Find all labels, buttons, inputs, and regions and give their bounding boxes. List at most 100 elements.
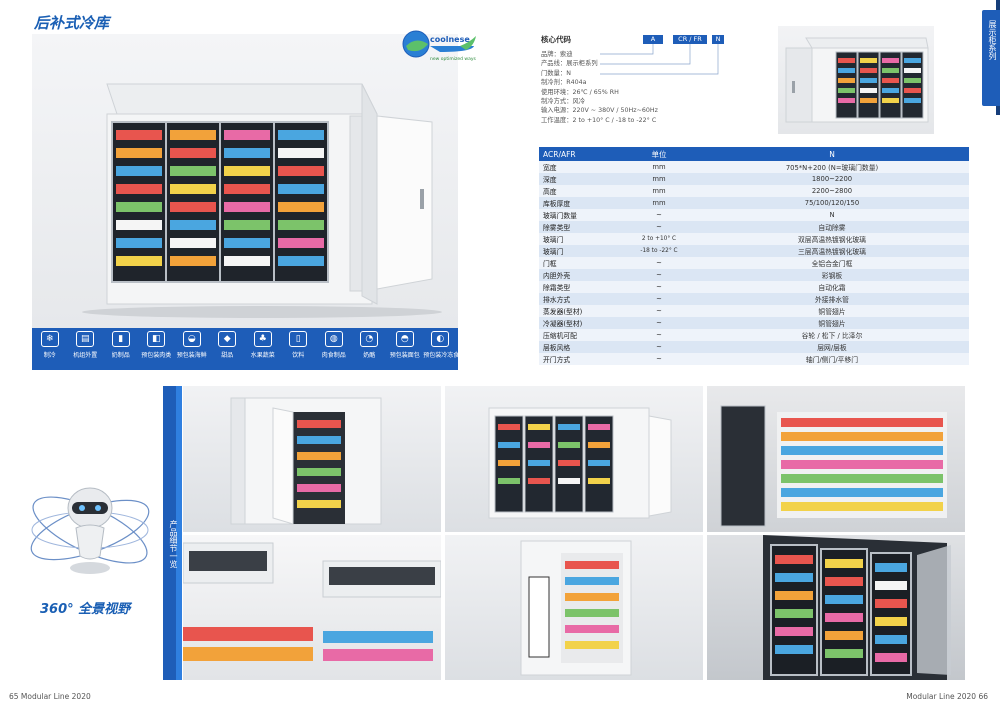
icon-item: ▤机组外置 bbox=[68, 331, 102, 359]
icon-item: ▯饮料 bbox=[281, 331, 315, 359]
spec-value-cell: 三层高温热镀钢化玻璃 bbox=[695, 245, 969, 257]
core-spec-lines: 品牌：索迪 产品线：展示柜系列 门数量：N 制冷剂：R404a 使用环境：26℃… bbox=[541, 50, 658, 125]
spec-table-row: 内胆外壳~彩钢板 bbox=[539, 269, 969, 281]
header-unit: 单位 bbox=[623, 147, 695, 161]
external-unit-icon: ▤ bbox=[76, 331, 95, 347]
icon-label: 预包装海鲜 bbox=[176, 352, 207, 359]
spec-table-row: 除霜类型~自动化霜 bbox=[539, 281, 969, 293]
logo-mark: coolnese new optimized ways bbox=[402, 30, 477, 62]
spec-value-cell: 彩钢板 bbox=[695, 269, 969, 281]
spec-unit-cell: ~ bbox=[623, 353, 695, 365]
spec-value-cell: 谷轮 / 松下 / 比泽尔 bbox=[695, 329, 969, 341]
header-n: N bbox=[695, 147, 969, 161]
photo-illustration bbox=[520, 540, 632, 676]
detail-photo-open-door bbox=[183, 386, 441, 532]
spec-unit-cell: mm bbox=[623, 161, 695, 173]
product-thumbnail bbox=[778, 26, 934, 134]
footer-right: Modular Line 2020 66 bbox=[906, 692, 988, 701]
header-model: ACR/AFR bbox=[539, 147, 623, 161]
detail-photo-glass-doors bbox=[707, 535, 965, 680]
icon-label: 甜品 bbox=[221, 352, 234, 359]
spec-value-cell: 自动除雾 bbox=[695, 221, 969, 233]
drink-icon: ▯ bbox=[289, 331, 308, 347]
photo-illustration bbox=[183, 542, 441, 661]
milk-icon: ▮ bbox=[111, 331, 130, 347]
spec-name-cell: 高度 bbox=[539, 185, 623, 197]
ice-cream-icon: ◐ bbox=[431, 331, 450, 347]
photo-illustration bbox=[230, 397, 382, 525]
spec-name-cell: 层板风格 bbox=[539, 341, 623, 353]
spec-name-cell: 深度 bbox=[539, 173, 623, 185]
spec-line: 制冷方式：风冷 bbox=[541, 98, 586, 106]
application-icon-bar: ❄制冷▤机组外置▮奶制品◧预包装肉类◒预包装海鲜◆甜品♣水果蔬菜▯饮料◍肉食制品… bbox=[32, 328, 466, 370]
icon-label: 预包装肉类 bbox=[141, 352, 172, 359]
spec-name-cell: 库板厚度 bbox=[539, 197, 623, 209]
icon-item: ▮ 奶制品 bbox=[104, 331, 138, 359]
spec-unit-cell: ~ bbox=[623, 317, 695, 329]
photo-illustration bbox=[763, 535, 951, 680]
side-tab-label: 展示柜系列 bbox=[988, 20, 997, 60]
panorama-robot-illustration bbox=[30, 487, 150, 574]
icon-label: 预包装冷冻食品 bbox=[423, 352, 466, 359]
spec-value-cell: 705*N+200 (N=玻璃门数量) bbox=[695, 161, 969, 173]
icon-label: 奶制品 bbox=[111, 352, 130, 359]
spec-table-row: 蒸发器(型材)~铜管翅片 bbox=[539, 305, 969, 317]
spec-table-row: 压缩机可配~谷轮 / 松下 / 比泽尔 bbox=[539, 329, 969, 341]
detail-strip-edge bbox=[176, 386, 182, 680]
page-title: 后补式冷库 bbox=[34, 14, 110, 32]
icon-label: 制冷 bbox=[43, 352, 56, 359]
footer-left: 65 Modular Line 2020 bbox=[9, 692, 91, 701]
spec-unit-cell: ~ bbox=[623, 209, 695, 221]
side-tab bbox=[982, 10, 1000, 106]
spec-unit-cell: mm bbox=[623, 185, 695, 197]
spec-table-header: ACR/AFR 单位 N bbox=[539, 147, 969, 161]
cold-room-thumbnail bbox=[785, 37, 929, 123]
spec-unit-cell: mm bbox=[623, 197, 695, 209]
spec-line: 门数量：N bbox=[541, 69, 571, 77]
sweets-icon: ◆ bbox=[218, 331, 237, 347]
spec-value-cell: 铜管翅片 bbox=[695, 305, 969, 317]
spec-unit-cell: -18 to -22° C bbox=[623, 245, 695, 257]
spec-name-cell: 玻璃门 bbox=[539, 233, 623, 245]
spec-unit-cell: ~ bbox=[623, 329, 695, 341]
bread-icon: ◓ bbox=[395, 331, 414, 347]
spec-value-cell: 铜管翅片 bbox=[695, 317, 969, 329]
spec-line: 输入电源：220V ~ 380V / 50Hz~60Hz bbox=[541, 107, 658, 115]
spec-table-row: 门框~全铝合金门框 bbox=[539, 257, 969, 269]
spec-name-cell: 除雾类型 bbox=[539, 221, 623, 233]
spec-name-cell: 玻璃门数量 bbox=[539, 209, 623, 221]
logo-tagline: new optimized ways bbox=[430, 56, 477, 62]
cold-room-illustration bbox=[82, 83, 442, 318]
spec-name-cell: 宽度 bbox=[539, 161, 623, 173]
detail-photo-front bbox=[445, 386, 703, 532]
icon-label: 预包装面包 bbox=[389, 352, 420, 359]
core-code-label: 核心代码 bbox=[541, 35, 571, 44]
spec-value-cell: 层网/层板 bbox=[695, 341, 969, 353]
icon-item: ◆ 甜品 bbox=[210, 331, 244, 359]
spec-line: 制冷剂：R404a bbox=[541, 79, 587, 87]
spec-line: 产品线：展示柜系列 bbox=[541, 60, 598, 68]
photo-illustration bbox=[720, 405, 947, 527]
icon-item: ◓ 预包装面包 bbox=[388, 331, 422, 359]
spec-name-cell: 门框 bbox=[539, 257, 623, 269]
spec-table-row: 开门方式~轴门/侧门/平移门 bbox=[539, 353, 969, 365]
spec-value-cell: 自动化霜 bbox=[695, 281, 969, 293]
coolnese-logo: coolnese new optimized ways bbox=[400, 22, 480, 72]
detail-photo-back-view bbox=[445, 535, 703, 680]
spec-line: 工作温度：2 to +10° C / -18 to -22° C bbox=[541, 116, 657, 124]
spec-table-row: 排水方式~外接排水管 bbox=[539, 293, 969, 305]
spec-table-row: 冷凝器(型材)~铜管翅片 bbox=[539, 317, 969, 329]
cheese-icon: ◔ bbox=[360, 331, 379, 347]
spec-name-cell: 排水方式 bbox=[539, 293, 623, 305]
spec-value-cell: 外接排水管 bbox=[695, 293, 969, 305]
spec-name-cell: 压缩机可配 bbox=[539, 329, 623, 341]
spec-table-row: 除雾类型~自动除雾 bbox=[539, 221, 969, 233]
spec-value-cell: 双层高温热镀钢化玻璃 bbox=[695, 233, 969, 245]
spec-name-cell: 玻璃门 bbox=[539, 245, 623, 257]
spec-unit-cell: ~ bbox=[623, 293, 695, 305]
